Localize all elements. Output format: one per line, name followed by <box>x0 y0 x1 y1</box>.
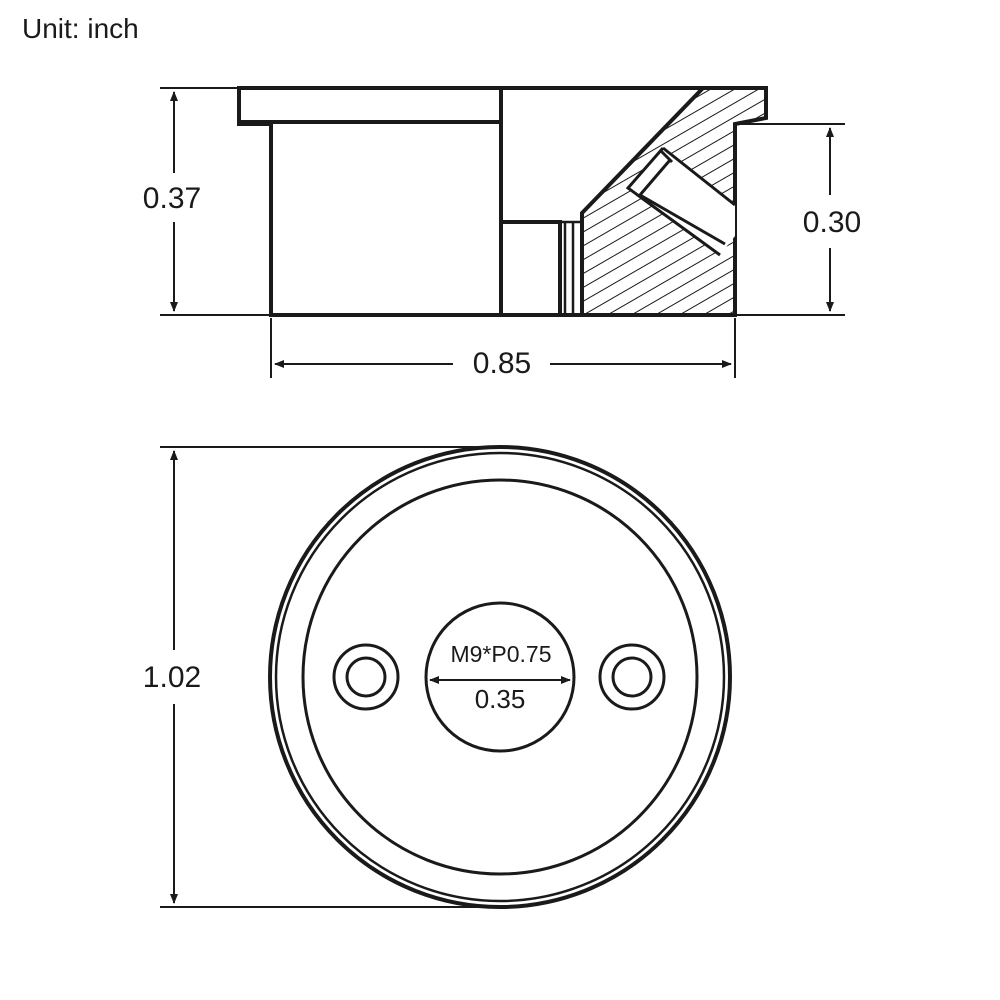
dimension-top-diameter: 1.02 <box>143 446 500 908</box>
outer-rim <box>268 445 732 909</box>
thread-spec-label: M9*P0.75 <box>450 641 551 667</box>
dimension-side-width: 0.85 <box>270 318 736 380</box>
dimension-side-height: 0.37 <box>143 87 270 316</box>
angled-hole <box>625 146 736 257</box>
dimension-top-diameter-label: 1.02 <box>143 661 201 694</box>
mounting-hole-left <box>332 643 400 711</box>
dimension-side-inner-height-label: 0.30 <box>803 206 861 239</box>
unit-label: Unit: inch <box>22 13 139 44</box>
flange-face <box>301 478 699 876</box>
dimension-side-width-label: 0.85 <box>473 347 531 380</box>
thread-diameter-label: 0.35 <box>475 684 526 714</box>
mounting-hole-right <box>598 643 666 711</box>
dimension-side-height-label: 0.37 <box>143 182 201 215</box>
center-thread-hole <box>424 601 576 753</box>
dimension-side-inner-height: 0.30 <box>736 123 861 316</box>
outer-rim-inner-edge <box>274 451 726 903</box>
bore-step <box>501 220 562 317</box>
top-plan-view: M9*P0.75 0.35 <box>268 445 732 909</box>
side-section-view <box>237 86 768 317</box>
